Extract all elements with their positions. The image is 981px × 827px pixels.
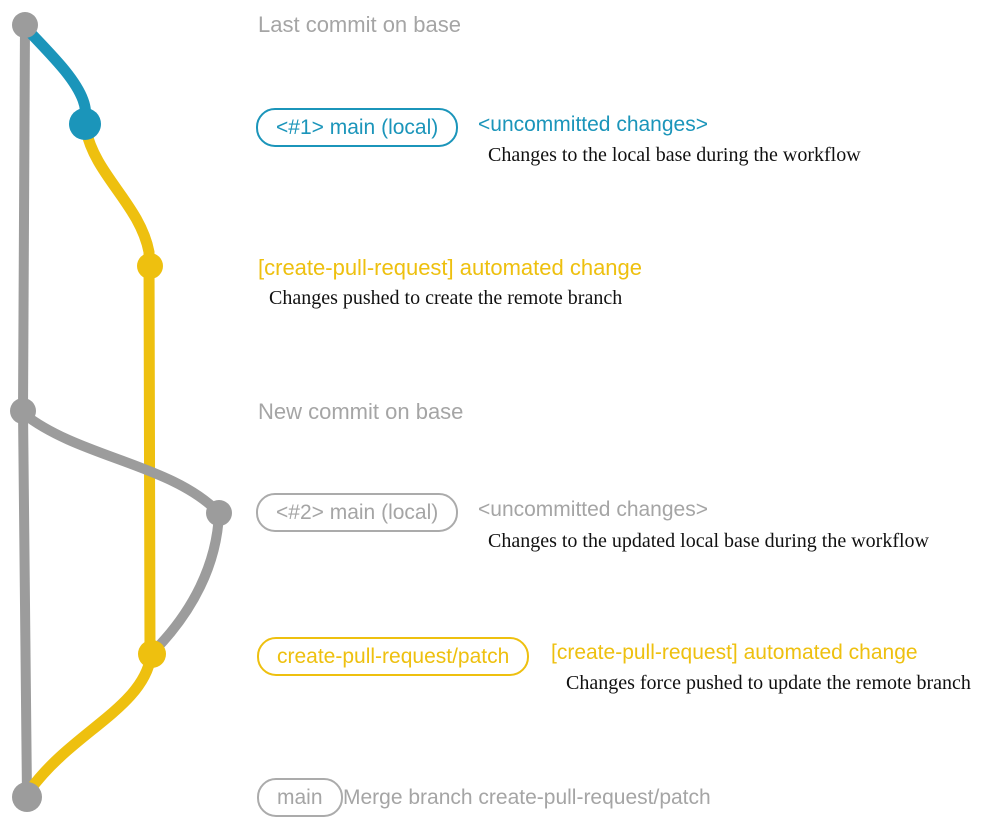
commit-node-local-main-1 <box>69 108 101 140</box>
branch-badge-main-local-1: <#1> main (local) <box>256 108 459 147</box>
branch-badge-create-pull-request-patch: create-pull-request/patch <box>257 637 530 676</box>
commit-node-base-2 <box>10 398 36 424</box>
merge-branch-line <box>24 650 157 796</box>
rebase-return-line <box>150 508 224 655</box>
commit-node-base-1 <box>12 12 38 38</box>
rebase-branch-line <box>19 409 224 518</box>
commit-node-remote-branch-2 <box>138 640 166 668</box>
label-uncommitted-changes-2: <uncommitted changes> <box>478 498 708 521</box>
commit-node-merge <box>12 782 42 812</box>
branch-badge-main: main <box>257 778 343 817</box>
caption-updated-local-base-changes: Changes to the updated local base during… <box>488 530 929 552</box>
caption-changes-force-pushed: Changes force pushed to update the remot… <box>566 672 971 694</box>
label-uncommitted-changes-1: <uncommitted changes> <box>478 113 708 136</box>
commit-node-local-main-2 <box>206 500 232 526</box>
label-automated-change-2: [create-pull-request] automated change <box>551 641 918 664</box>
label-new-commit-on-base: New commit on base <box>258 399 464 424</box>
commit-node-remote-branch-1 <box>137 253 163 279</box>
branch-badge-main-local-2: <#2> main (local) <box>256 493 459 532</box>
label-last-commit-on-base: Last commit on base <box>258 12 461 37</box>
caption-local-base-changes: Changes to the local base during the wor… <box>488 144 861 166</box>
label-automated-change-1: [create-pull-request] automated change <box>258 255 643 280</box>
pull-request-branch-line <box>80 124 156 660</box>
label-merge-branch: Merge branch create-pull-request/patch <box>343 786 711 809</box>
local-changes-branch-line-1 <box>20 22 92 128</box>
caption-changes-pushed: Changes pushed to create the remote bran… <box>269 287 623 309</box>
